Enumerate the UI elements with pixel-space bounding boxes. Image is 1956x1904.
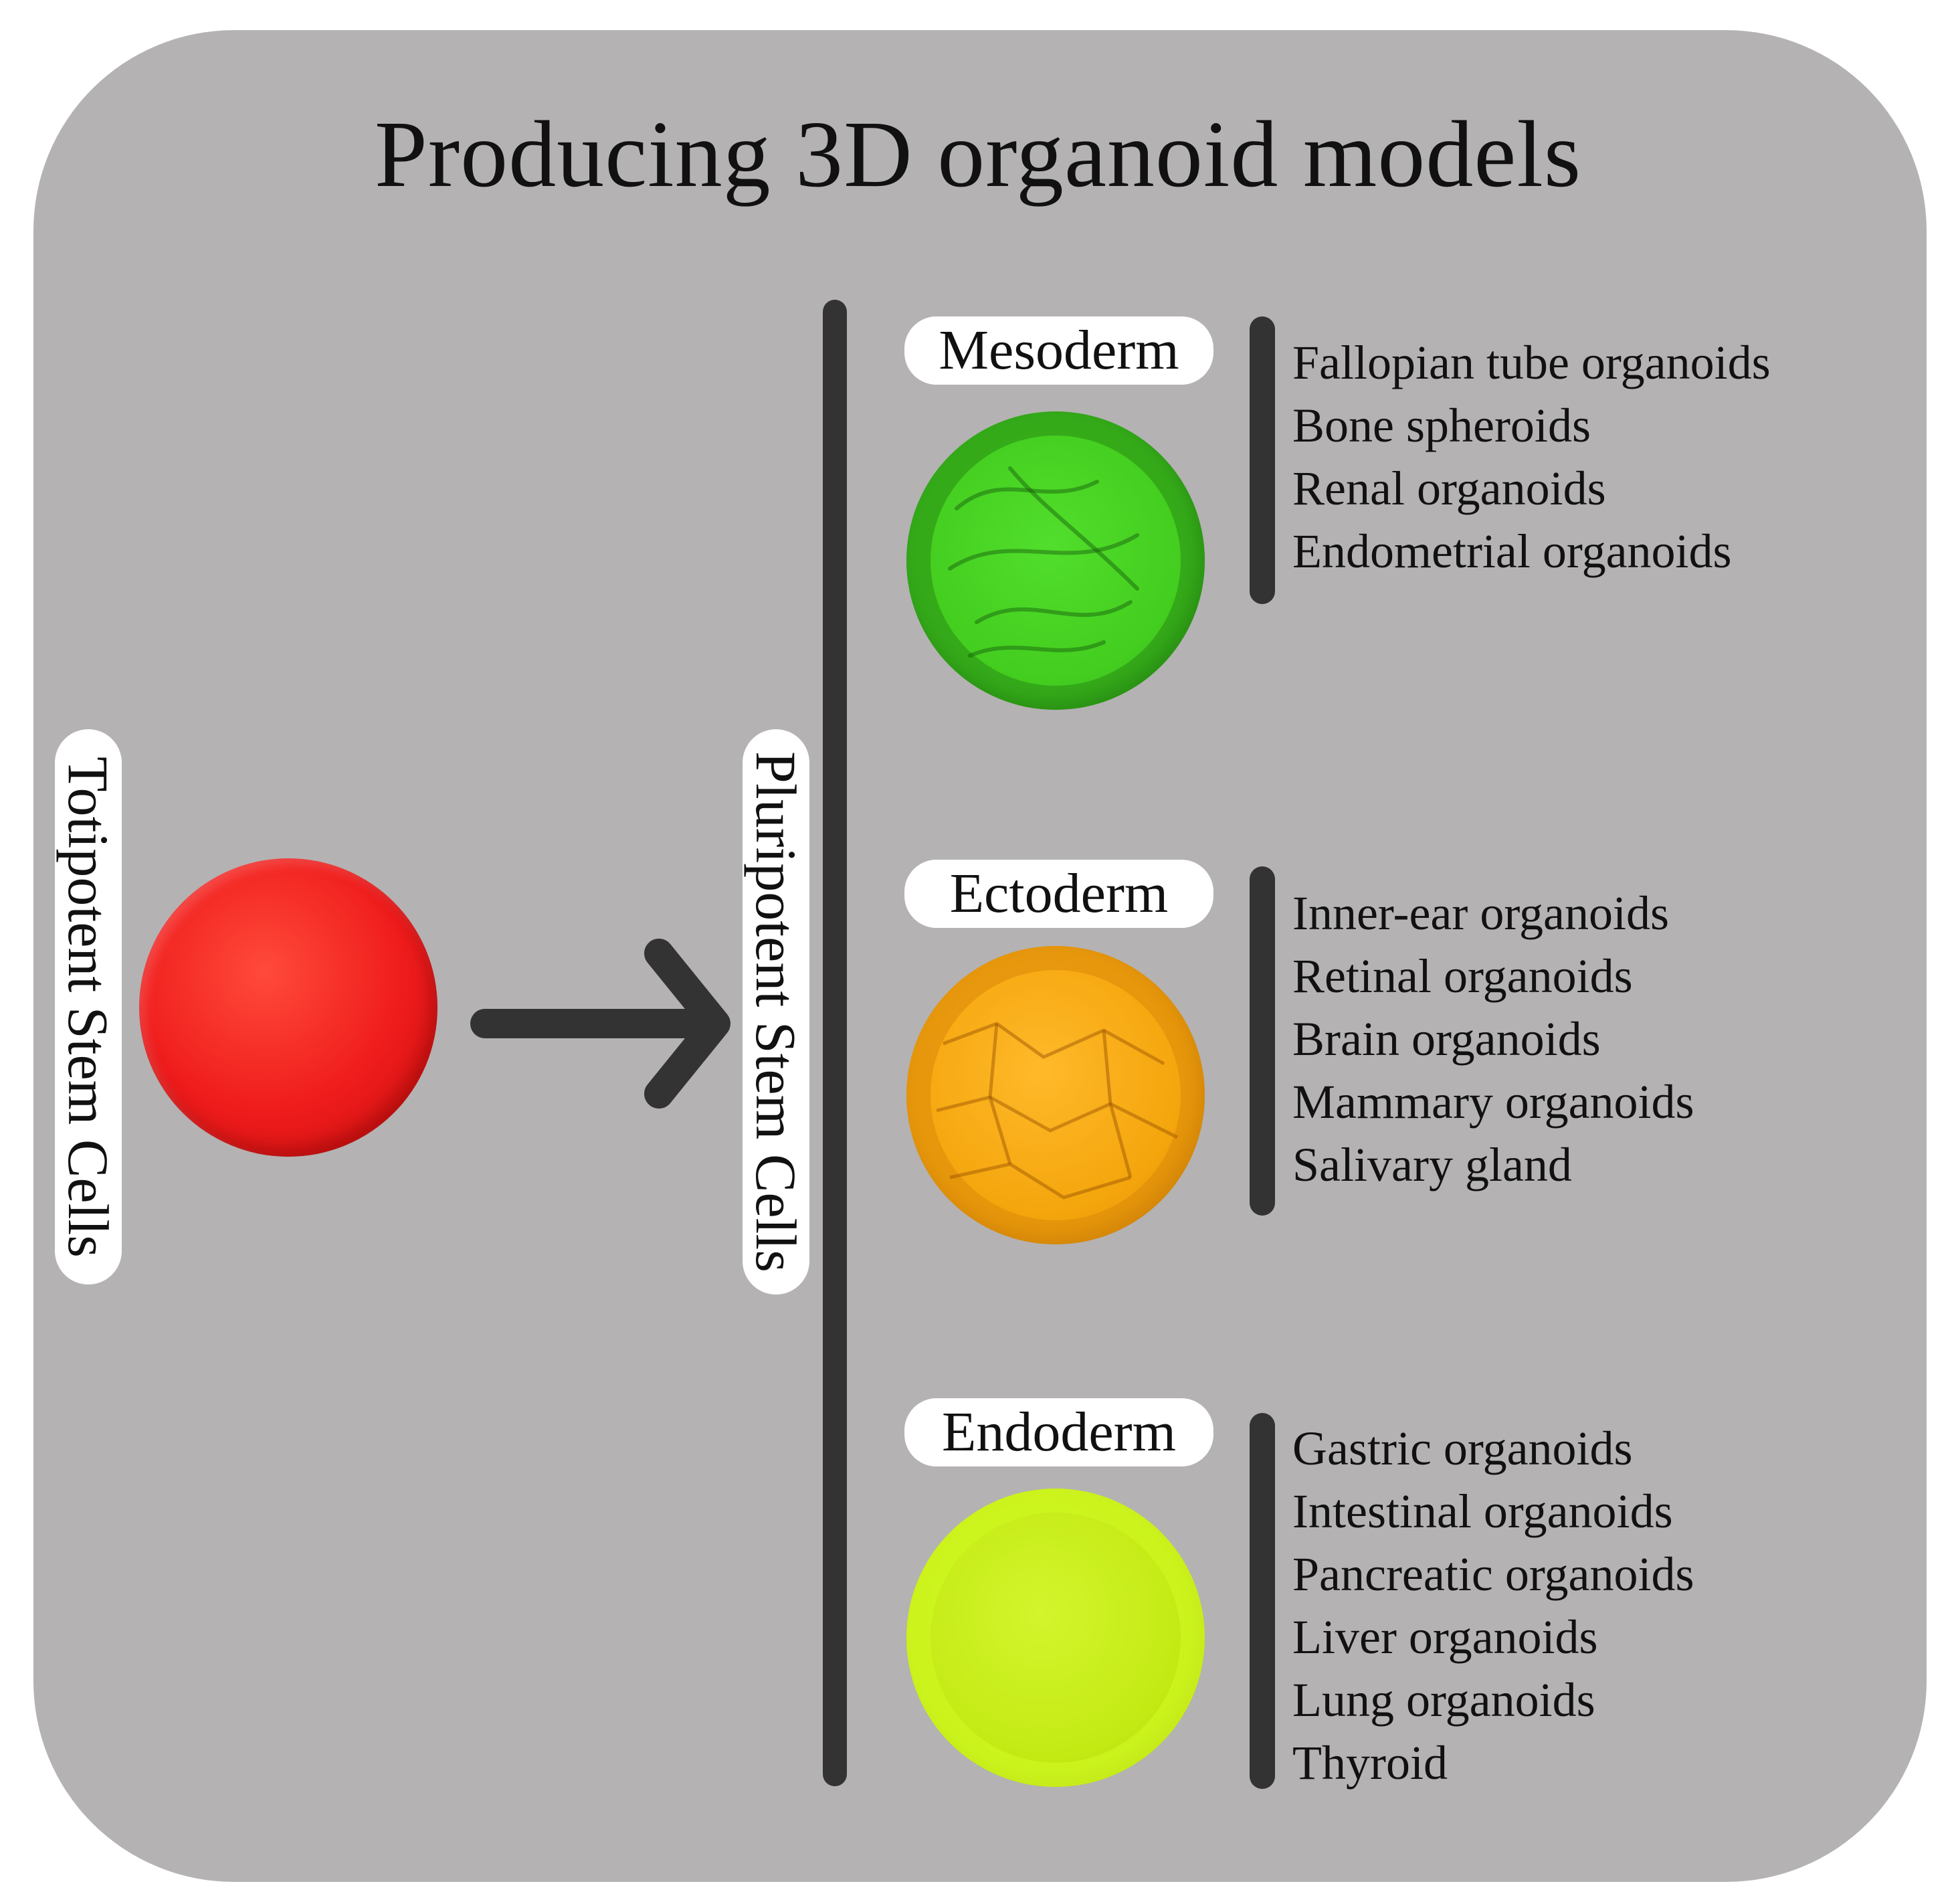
- ectoderm-texture: [936, 1022, 1179, 1200]
- arrow-icon: [470, 939, 730, 1109]
- list-item: Retinal organoids: [1292, 949, 1633, 1003]
- mesoderm-list-bar: [1250, 316, 1275, 604]
- diagram-title: Producing 3D organoid models: [374, 101, 1582, 207]
- endoderm-label: Endoderm: [942, 1401, 1176, 1463]
- totipotent-cell-circle: [139, 858, 437, 1157]
- totipotent-label-pill: Totipotent Stem Cells: [55, 729, 122, 1284]
- list-item: Renal organoids: [1292, 462, 1606, 515]
- ectoderm-label-pill: Ectoderm: [904, 860, 1213, 928]
- ectoderm-cell-circle: [906, 946, 1205, 1244]
- mesoderm-cell-circle: [906, 411, 1205, 710]
- ectoderm-label: Ectoderm: [949, 862, 1169, 925]
- totipotent-label: Totipotent Stem Cells: [56, 756, 120, 1258]
- list-item: Inner-ear organoids: [1292, 886, 1669, 940]
- mesoderm-organoid-list: Fallopian tube organoids Bone spheroids …: [1292, 331, 1771, 583]
- list-item: Lung organoids: [1292, 1673, 1595, 1727]
- list-item: Mammary organoids: [1292, 1075, 1694, 1129]
- pluripotent-branch-line: [823, 300, 847, 1786]
- ectoderm-organoid-list: Inner-ear organoids Retinal organoids Br…: [1292, 882, 1694, 1196]
- mesoderm-label: Mesoderm: [939, 319, 1179, 381]
- list-item: Pancreatic organoids: [1292, 1547, 1694, 1601]
- list-item: Salivary gland: [1292, 1138, 1572, 1192]
- list-item: Liver organoids: [1292, 1610, 1598, 1664]
- list-item: Intestinal organoids: [1292, 1485, 1673, 1538]
- pluripotent-label-pill: Pluripotent Stem Cells: [743, 729, 809, 1295]
- mesoderm-label-pill: Mesoderm: [904, 316, 1213, 385]
- list-item: Fallopian tube organoids: [1292, 336, 1771, 389]
- pluripotent-label: Pluripotent Stem Cells: [744, 751, 808, 1272]
- list-item: Bone spheroids: [1292, 399, 1591, 452]
- list-item: Gastric organoids: [1292, 1422, 1633, 1475]
- endoderm-cell-circle: [906, 1489, 1205, 1787]
- list-item: Brain organoids: [1292, 1012, 1601, 1066]
- list-item: Endometrial organoids: [1292, 525, 1732, 578]
- endoderm-organoid-list: Gastric organoids Intestinal organoids P…: [1292, 1417, 1694, 1794]
- ectoderm-list-bar: [1250, 866, 1275, 1216]
- endoderm-label-pill: Endoderm: [904, 1398, 1213, 1466]
- mesoderm-texture: [948, 466, 1139, 658]
- endoderm-list-bar: [1250, 1413, 1275, 1789]
- list-item: Thyroid: [1292, 1736, 1448, 1790]
